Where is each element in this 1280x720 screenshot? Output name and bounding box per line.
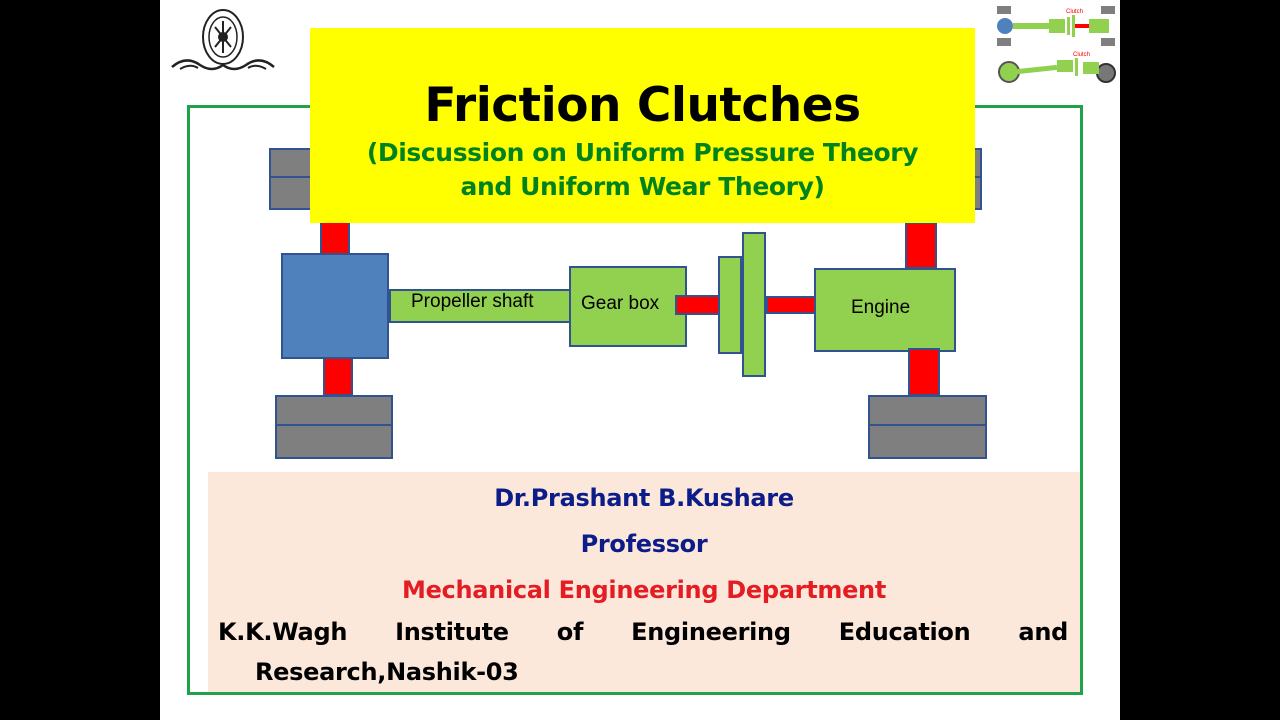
author-name: Dr.Prashant B.Kushare: [494, 484, 794, 512]
propeller-shaft-label: Propeller shaft: [411, 291, 534, 312]
slide: Clutch Clutch Propeller shaft Gear box E…: [160, 0, 1120, 720]
gear-box: Gear box: [569, 266, 687, 347]
right-top-axle: [905, 222, 937, 269]
author-department: Mechanical Engineering Department: [401, 576, 887, 604]
gearbox-output-shaft: [675, 295, 722, 315]
gear-box-label: Gear box: [581, 293, 660, 314]
engine-block: Engine: [814, 268, 956, 352]
engine-label: Engine: [851, 297, 911, 318]
right-bottom-axle: [908, 348, 940, 396]
left-bottom-wheel: [275, 395, 393, 459]
clutch-friction-plate: [742, 232, 766, 377]
right-bottom-wheel: [868, 395, 987, 459]
subtitle-line-1: (Discussion on Uniform Pressure Theory: [366, 138, 919, 167]
clutch-thumbnail-icon: Clutch Clutch: [993, 2, 1120, 88]
page-title: Friction Clutches: [424, 78, 861, 133]
author-position: Professor: [580, 530, 708, 558]
author-info-panel: Dr.Prashant B.Kushare Professor Mechanic…: [208, 472, 1080, 692]
propeller-shaft: Propeller shaft: [389, 289, 571, 323]
left-top-wheel: [269, 148, 315, 210]
engine-input-shaft: [766, 296, 818, 314]
institute-line-1: K.K.Wagh Institute of Engineering Educat…: [218, 618, 1068, 646]
title-banner: Friction Clutches (Discussion on Uniform…: [310, 28, 975, 223]
clutch-pressure-plate: [718, 256, 742, 354]
thumbnail-clutch-label-lower: Clutch: [1073, 52, 1090, 58]
institute-logo-icon: [168, 5, 278, 73]
differential-block: [281, 253, 389, 359]
thumbnail-clutch-label: Clutch: [1066, 9, 1083, 15]
institute-line-2: Research,Nashik-03: [255, 658, 519, 686]
subtitle-line-2: and Uniform Wear Theory): [460, 172, 825, 201]
